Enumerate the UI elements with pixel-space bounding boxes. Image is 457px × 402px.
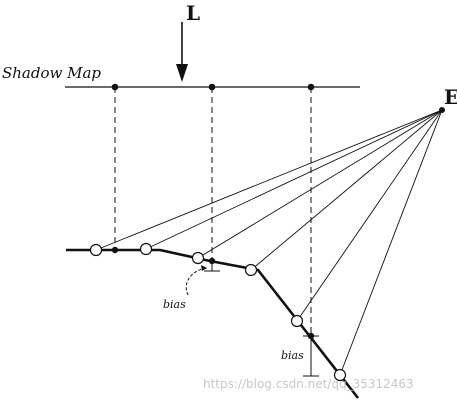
surface-sample-6	[333, 368, 347, 382]
bias-label-2: bias	[281, 349, 304, 362]
bias-marker-1	[204, 263, 220, 272]
shadow-map-label: Shadow Map	[2, 64, 101, 82]
eye-ray-1	[95, 109, 443, 251]
surface-sample-5	[290, 314, 304, 328]
surface-hit-1	[111, 246, 119, 254]
surface-sample-1	[89, 243, 103, 257]
bias-arrow-1	[185, 267, 208, 296]
eye-ray-3	[197, 109, 443, 259]
eye-ray-5	[296, 109, 443, 322]
light-arrow	[176, 22, 188, 82]
surface-sample-4	[244, 263, 258, 277]
eye-ray-6	[339, 109, 443, 376]
eye-ray-4	[250, 109, 443, 271]
light-label: L	[186, 1, 200, 25]
surface-samples	[89, 242, 347, 382]
surface-sample-3	[191, 251, 205, 265]
bias-label-1: bias	[163, 298, 186, 311]
watermark: https://blog.csdn.net/qq_35312463	[203, 377, 414, 391]
eye-rays	[95, 109, 443, 376]
eye-label: E	[444, 85, 457, 109]
surface-hit-2	[208, 257, 216, 265]
surface-sample-2	[139, 242, 153, 256]
bias-marker-2	[303, 335, 319, 377]
eye-ray-2	[145, 109, 443, 250]
